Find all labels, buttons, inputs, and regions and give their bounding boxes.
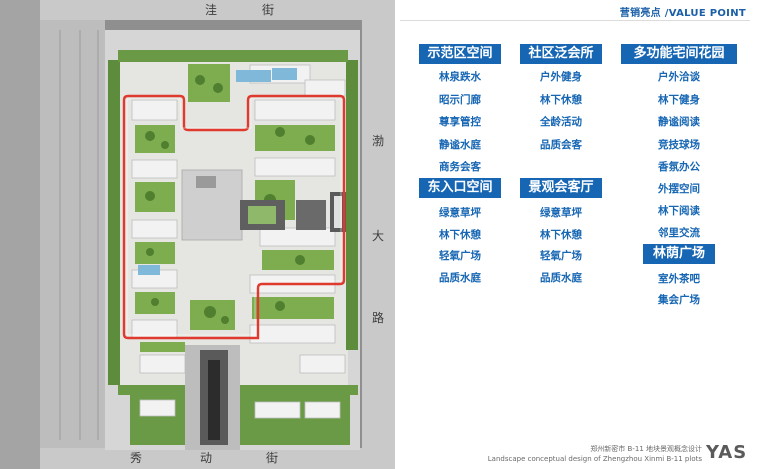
footer-project-cn: 郑州新密市 B-11 地块景观概念设计 [590,445,702,453]
page-title-en: VALUE POINT [668,8,746,19]
street-right-char-1: 渤 [372,134,385,148]
page-title-separator: / [660,8,669,19]
category-demo-area-item: 昭示门廊 [439,94,481,106]
category-garden-item: 林下阅读 [658,205,700,217]
category-shade-plaza-title: 林荫广场 [643,244,715,264]
category-clubhouse-item: 户外健身 [540,71,582,83]
category-east-entrance-title: 东入口空间 [419,178,501,198]
site-plan-drawing [0,0,395,469]
title-divider [400,20,750,21]
category-shade-plaza-item: 室外茶吧 [658,273,700,285]
category-demo-area-item: 林泉跌水 [439,71,481,83]
category-clubhouse-item: 品质会客 [540,139,582,151]
street-bottom-char-2: 动 [200,451,213,465]
category-garden-item: 竞技球场 [658,139,700,151]
footer-project-en: Landscape conceptual design of Zhengzhou… [487,455,702,463]
category-demo-area-title: 示范区空间 [419,44,501,64]
category-shade-plaza-item: 集会广场 [658,294,700,306]
yas-logo: YAS [705,441,752,465]
category-landscape-lounge-title: 景观会客厅 [520,178,602,198]
street-top-char-1: 洼 [205,3,218,17]
category-garden-item: 静谧阅读 [658,116,700,128]
street-bottom-char-1: 秀 [130,451,143,465]
page-title: 营销亮点 /VALUE POINT [620,4,746,19]
category-landscape-lounge-item: 品质水庭 [540,272,582,284]
category-garden-item: 外摆空间 [658,183,700,195]
category-garden-item: 户外洽谈 [658,71,700,83]
yas-logo-text: YAS [706,442,747,461]
category-clubhouse-item: 全龄活动 [540,116,582,128]
street-bottom-char-3: 街 [266,451,279,465]
category-garden-item: 林下健身 [658,94,700,106]
site-plan: 洼 街 渤 大 路 秀 动 街 [0,0,395,469]
category-clubhouse-title: 社区泛会所 [520,44,602,64]
category-clubhouse-item: 林下休憩 [540,94,582,106]
category-east-entrance-item: 绿意草坪 [439,207,481,219]
category-landscape-lounge-item: 绿意草坪 [540,207,582,219]
category-demo-area-item: 尊享管控 [439,116,481,128]
street-top-char-2: 街 [262,3,275,17]
street-right-char-2: 大 [372,229,385,243]
page-title-cn: 营销亮点 [619,8,661,19]
category-east-entrance-item: 林下休憩 [439,229,481,241]
category-garden-title: 多功能宅间花园 [621,44,737,64]
yas-logo-mark: YAS [705,442,747,463]
category-landscape-lounge-item: 林下休憩 [540,229,582,241]
category-east-entrance-item: 轻氧广场 [439,250,481,262]
street-right-char-3: 路 [372,311,385,325]
category-demo-area-item: 商务会客 [439,161,481,173]
category-east-entrance-item: 品质水庭 [439,272,481,284]
category-garden-item: 香氛办公 [658,161,700,173]
category-landscape-lounge-item: 轻氧广场 [540,250,582,262]
category-demo-area-item: 静谧水庭 [439,139,481,151]
category-garden-item: 邻里交流 [658,227,700,239]
